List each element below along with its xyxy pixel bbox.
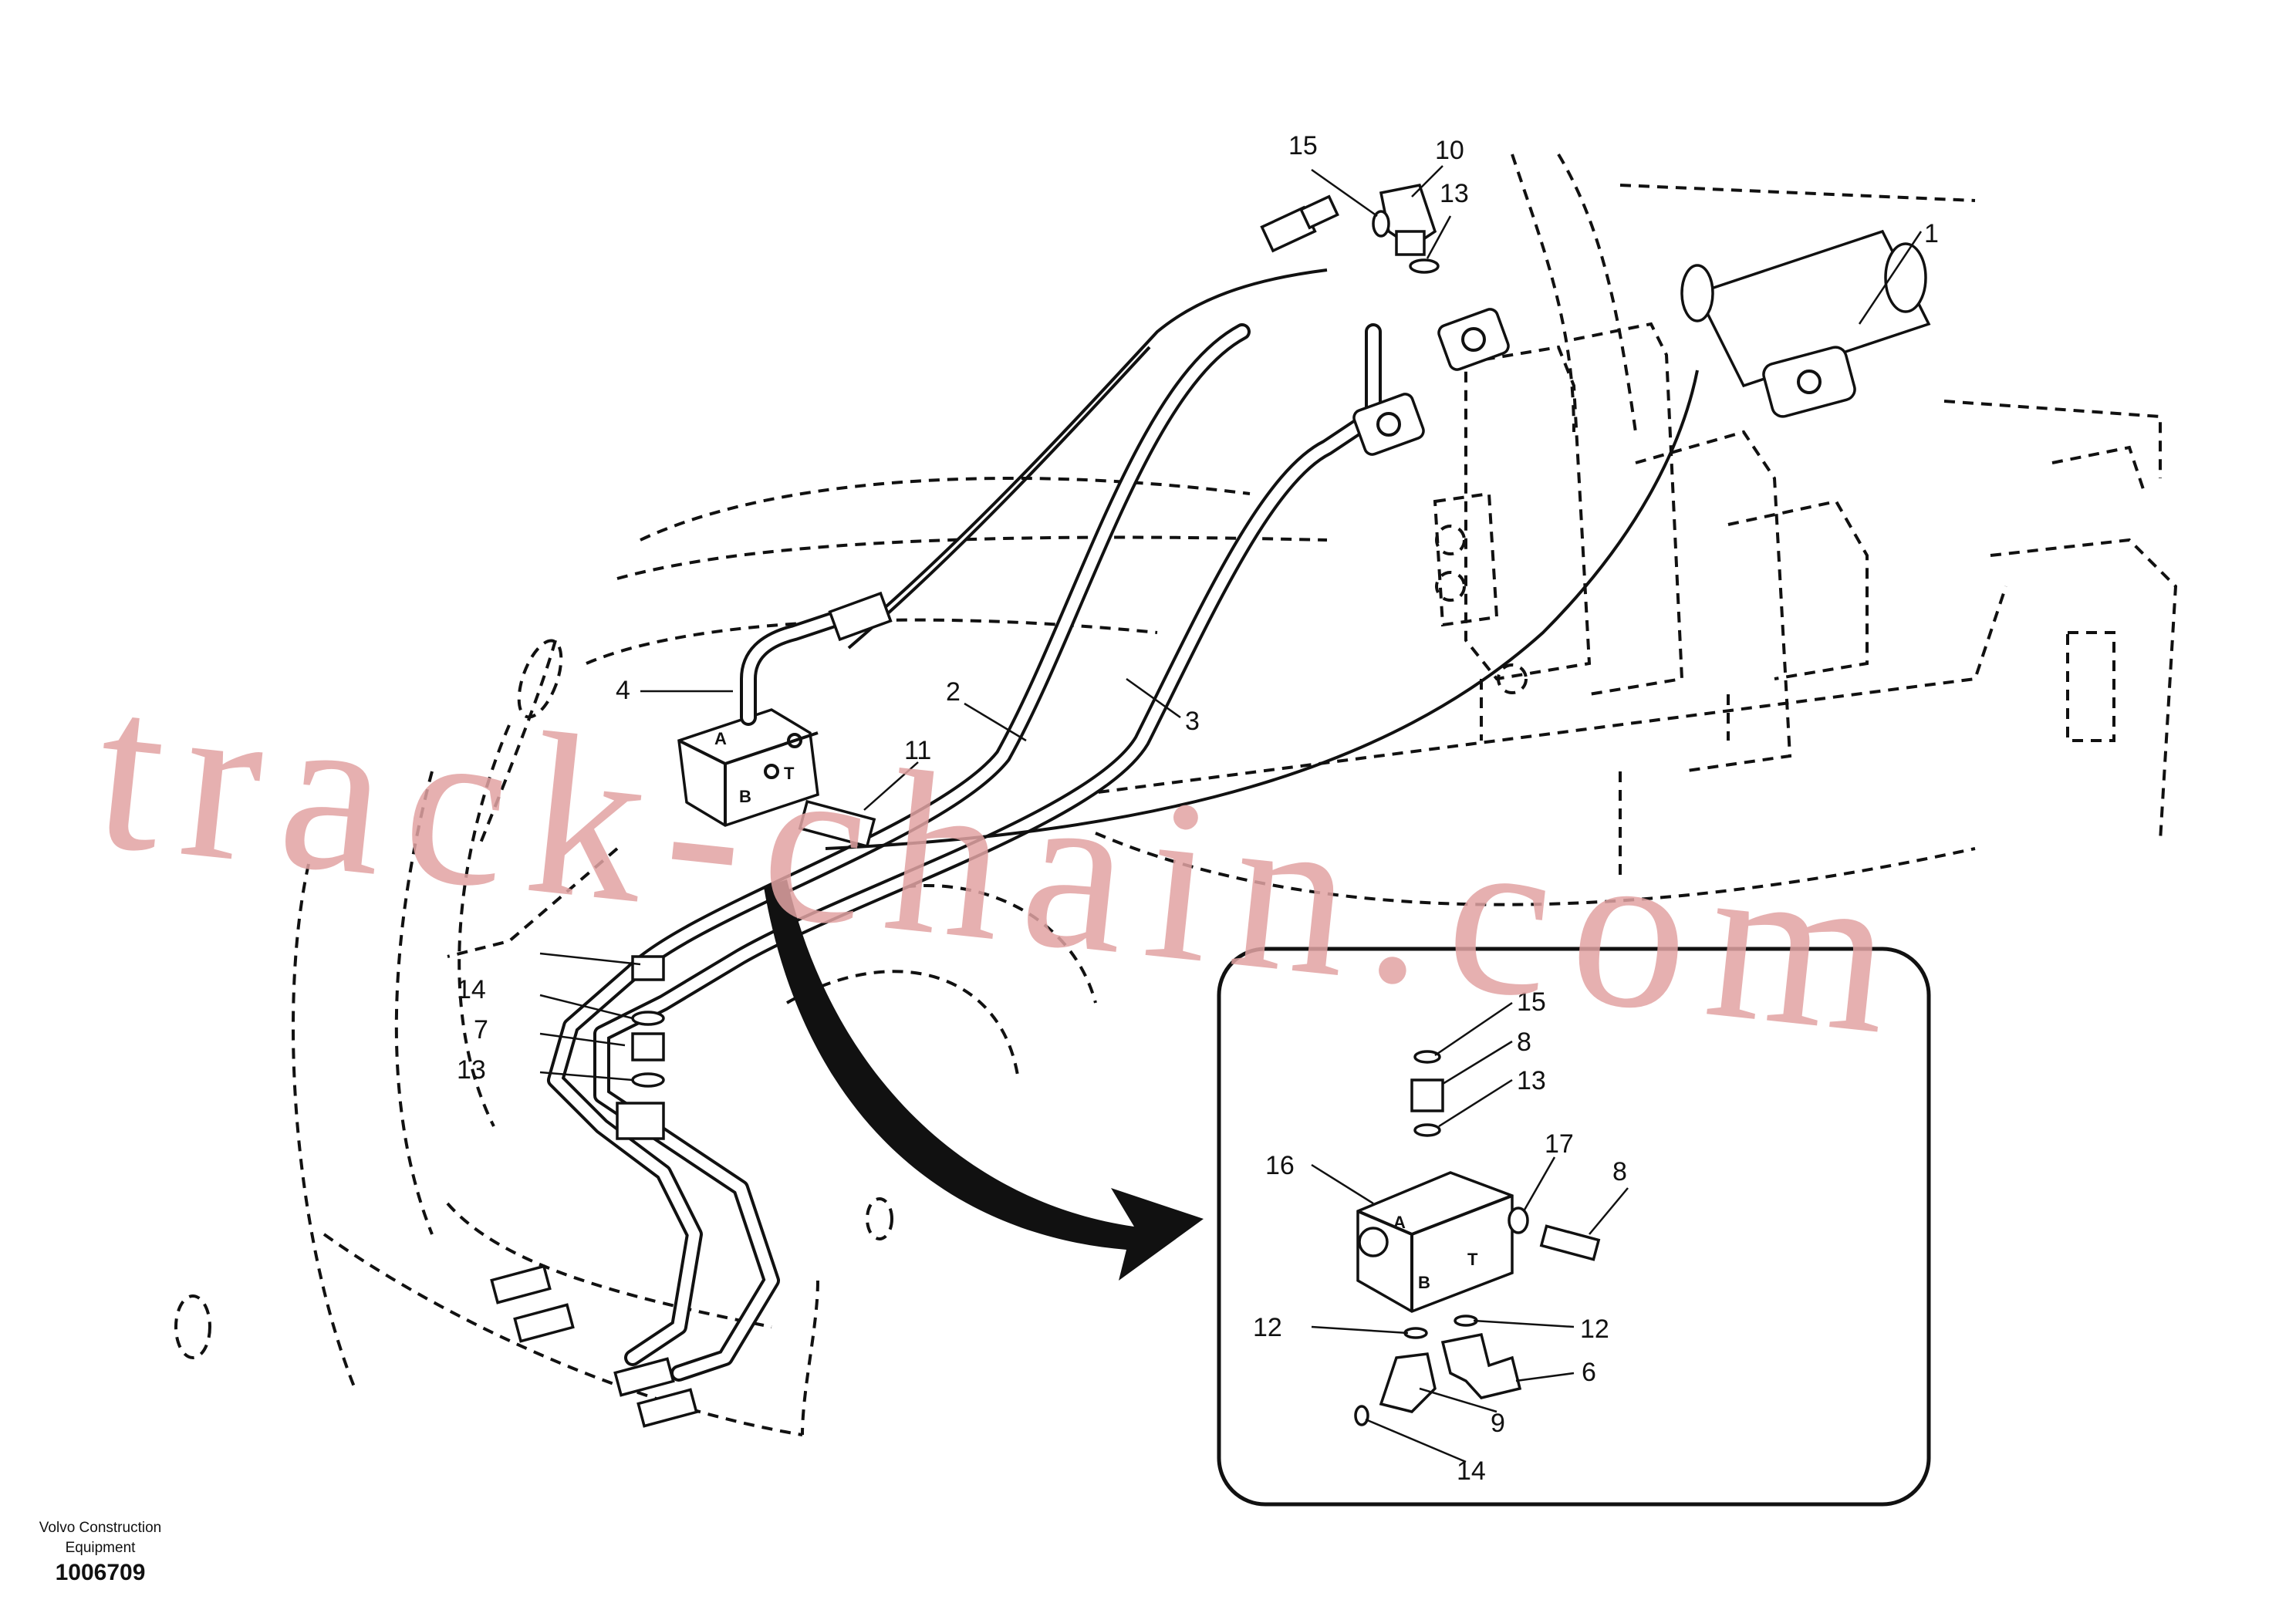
hose-end-fitting bbox=[1260, 194, 1339, 253]
callout-13: 13 bbox=[1440, 179, 1469, 208]
o-ring-15 bbox=[1372, 210, 1390, 238]
document-number: 1006709 bbox=[55, 1560, 146, 1585]
detail-o-ring-13 bbox=[1413, 1123, 1441, 1137]
detail-o-ring-12-left bbox=[1403, 1327, 1428, 1339]
valve-port-b-label: B bbox=[739, 787, 751, 806]
control-valve-bank bbox=[1433, 322, 1869, 879]
detail-callout-15: 15 bbox=[1517, 987, 1546, 1017]
elbow-fitting-10 bbox=[1379, 183, 1437, 256]
detail-callout-17: 17 bbox=[1545, 1129, 1574, 1159]
leader-lines-main bbox=[539, 165, 1923, 1082]
detail-callout-8b: 8 bbox=[1612, 1157, 1627, 1186]
watermark-text: track-chain.com bbox=[86, 640, 1923, 1085]
callout-labels-main: 15 10 13 1 4 2 3 11 14 7 13 bbox=[457, 131, 1939, 1085]
callout-labels-detail: 15 8 13 16 17 8 12 12 6 9 14 bbox=[1253, 987, 1627, 1486]
callout-10: 10 bbox=[1435, 136, 1464, 165]
company-line-1: Volvo Construction bbox=[39, 1520, 162, 1536]
leader-lines-detail bbox=[1311, 1001, 1629, 1463]
valve-block-main: A B T bbox=[677, 708, 819, 827]
detail-elbow-6 bbox=[1440, 1332, 1522, 1399]
company-line-2: Equipment bbox=[65, 1540, 136, 1556]
fitting-stack-left bbox=[616, 955, 665, 1140]
callout-15: 15 bbox=[1288, 131, 1318, 160]
detail-washer-17 bbox=[1508, 1207, 1529, 1234]
detail-callout-12-left: 12 bbox=[1253, 1313, 1282, 1342]
detail-port-t-label: T bbox=[1467, 1250, 1478, 1269]
detail-port-b-label: B bbox=[1418, 1273, 1430, 1292]
detail-o-ring-14 bbox=[1354, 1405, 1369, 1426]
callout-3: 3 bbox=[1185, 707, 1200, 736]
tube-2 bbox=[547, 323, 1251, 1366]
valve-block-detail: A B T bbox=[1356, 1171, 1514, 1313]
detail-callout-16: 16 bbox=[1265, 1151, 1295, 1180]
detail-adapter-8 bbox=[1410, 1078, 1444, 1112]
tube-flange-upper bbox=[1437, 308, 1510, 371]
valve-port-a-label: A bbox=[714, 729, 727, 748]
callout-4: 4 bbox=[616, 676, 630, 705]
tube-flange-lower bbox=[1352, 393, 1425, 456]
detail-inset: A B T bbox=[1217, 947, 1931, 1507]
hose-to-valve bbox=[825, 268, 1699, 850]
callout-7: 7 bbox=[474, 1015, 488, 1045]
detail-arrow bbox=[764, 879, 1204, 1281]
detail-port-a-label: A bbox=[1393, 1213, 1406, 1232]
tube-3 bbox=[593, 323, 1382, 1382]
detail-callout-12-right: 12 bbox=[1580, 1315, 1609, 1344]
hose-connectors-lower bbox=[490, 1264, 698, 1428]
callout-1: 1 bbox=[1924, 219, 1939, 248]
machine-frame-outline bbox=[174, 153, 2178, 1436]
detail-callout-6: 6 bbox=[1582, 1358, 1596, 1387]
callout-11: 11 bbox=[904, 736, 931, 765]
fitting-11 bbox=[798, 799, 876, 849]
detail-callout-14: 14 bbox=[1457, 1456, 1486, 1486]
detail-callout-13: 13 bbox=[1517, 1066, 1546, 1095]
tee-fitting-1 bbox=[1680, 229, 1931, 418]
valve-port-t-label: T bbox=[784, 764, 795, 783]
callout-13b: 13 bbox=[457, 1055, 486, 1085]
company-name: Volvo Construction Equipment bbox=[23, 1518, 177, 1558]
valve-top-elbow bbox=[740, 591, 893, 726]
callout-14: 14 bbox=[457, 975, 486, 1004]
detail-callout-8: 8 bbox=[1517, 1028, 1531, 1057]
callout-2: 2 bbox=[946, 677, 961, 707]
detail-bolt-8 bbox=[1539, 1224, 1601, 1261]
detail-callout-9: 9 bbox=[1491, 1409, 1505, 1438]
o-ring-13 bbox=[1409, 258, 1440, 274]
detail-elbow-9 bbox=[1379, 1352, 1437, 1413]
detail-o-ring-15 bbox=[1413, 1050, 1441, 1064]
detail-o-ring-12-right bbox=[1454, 1315, 1478, 1327]
